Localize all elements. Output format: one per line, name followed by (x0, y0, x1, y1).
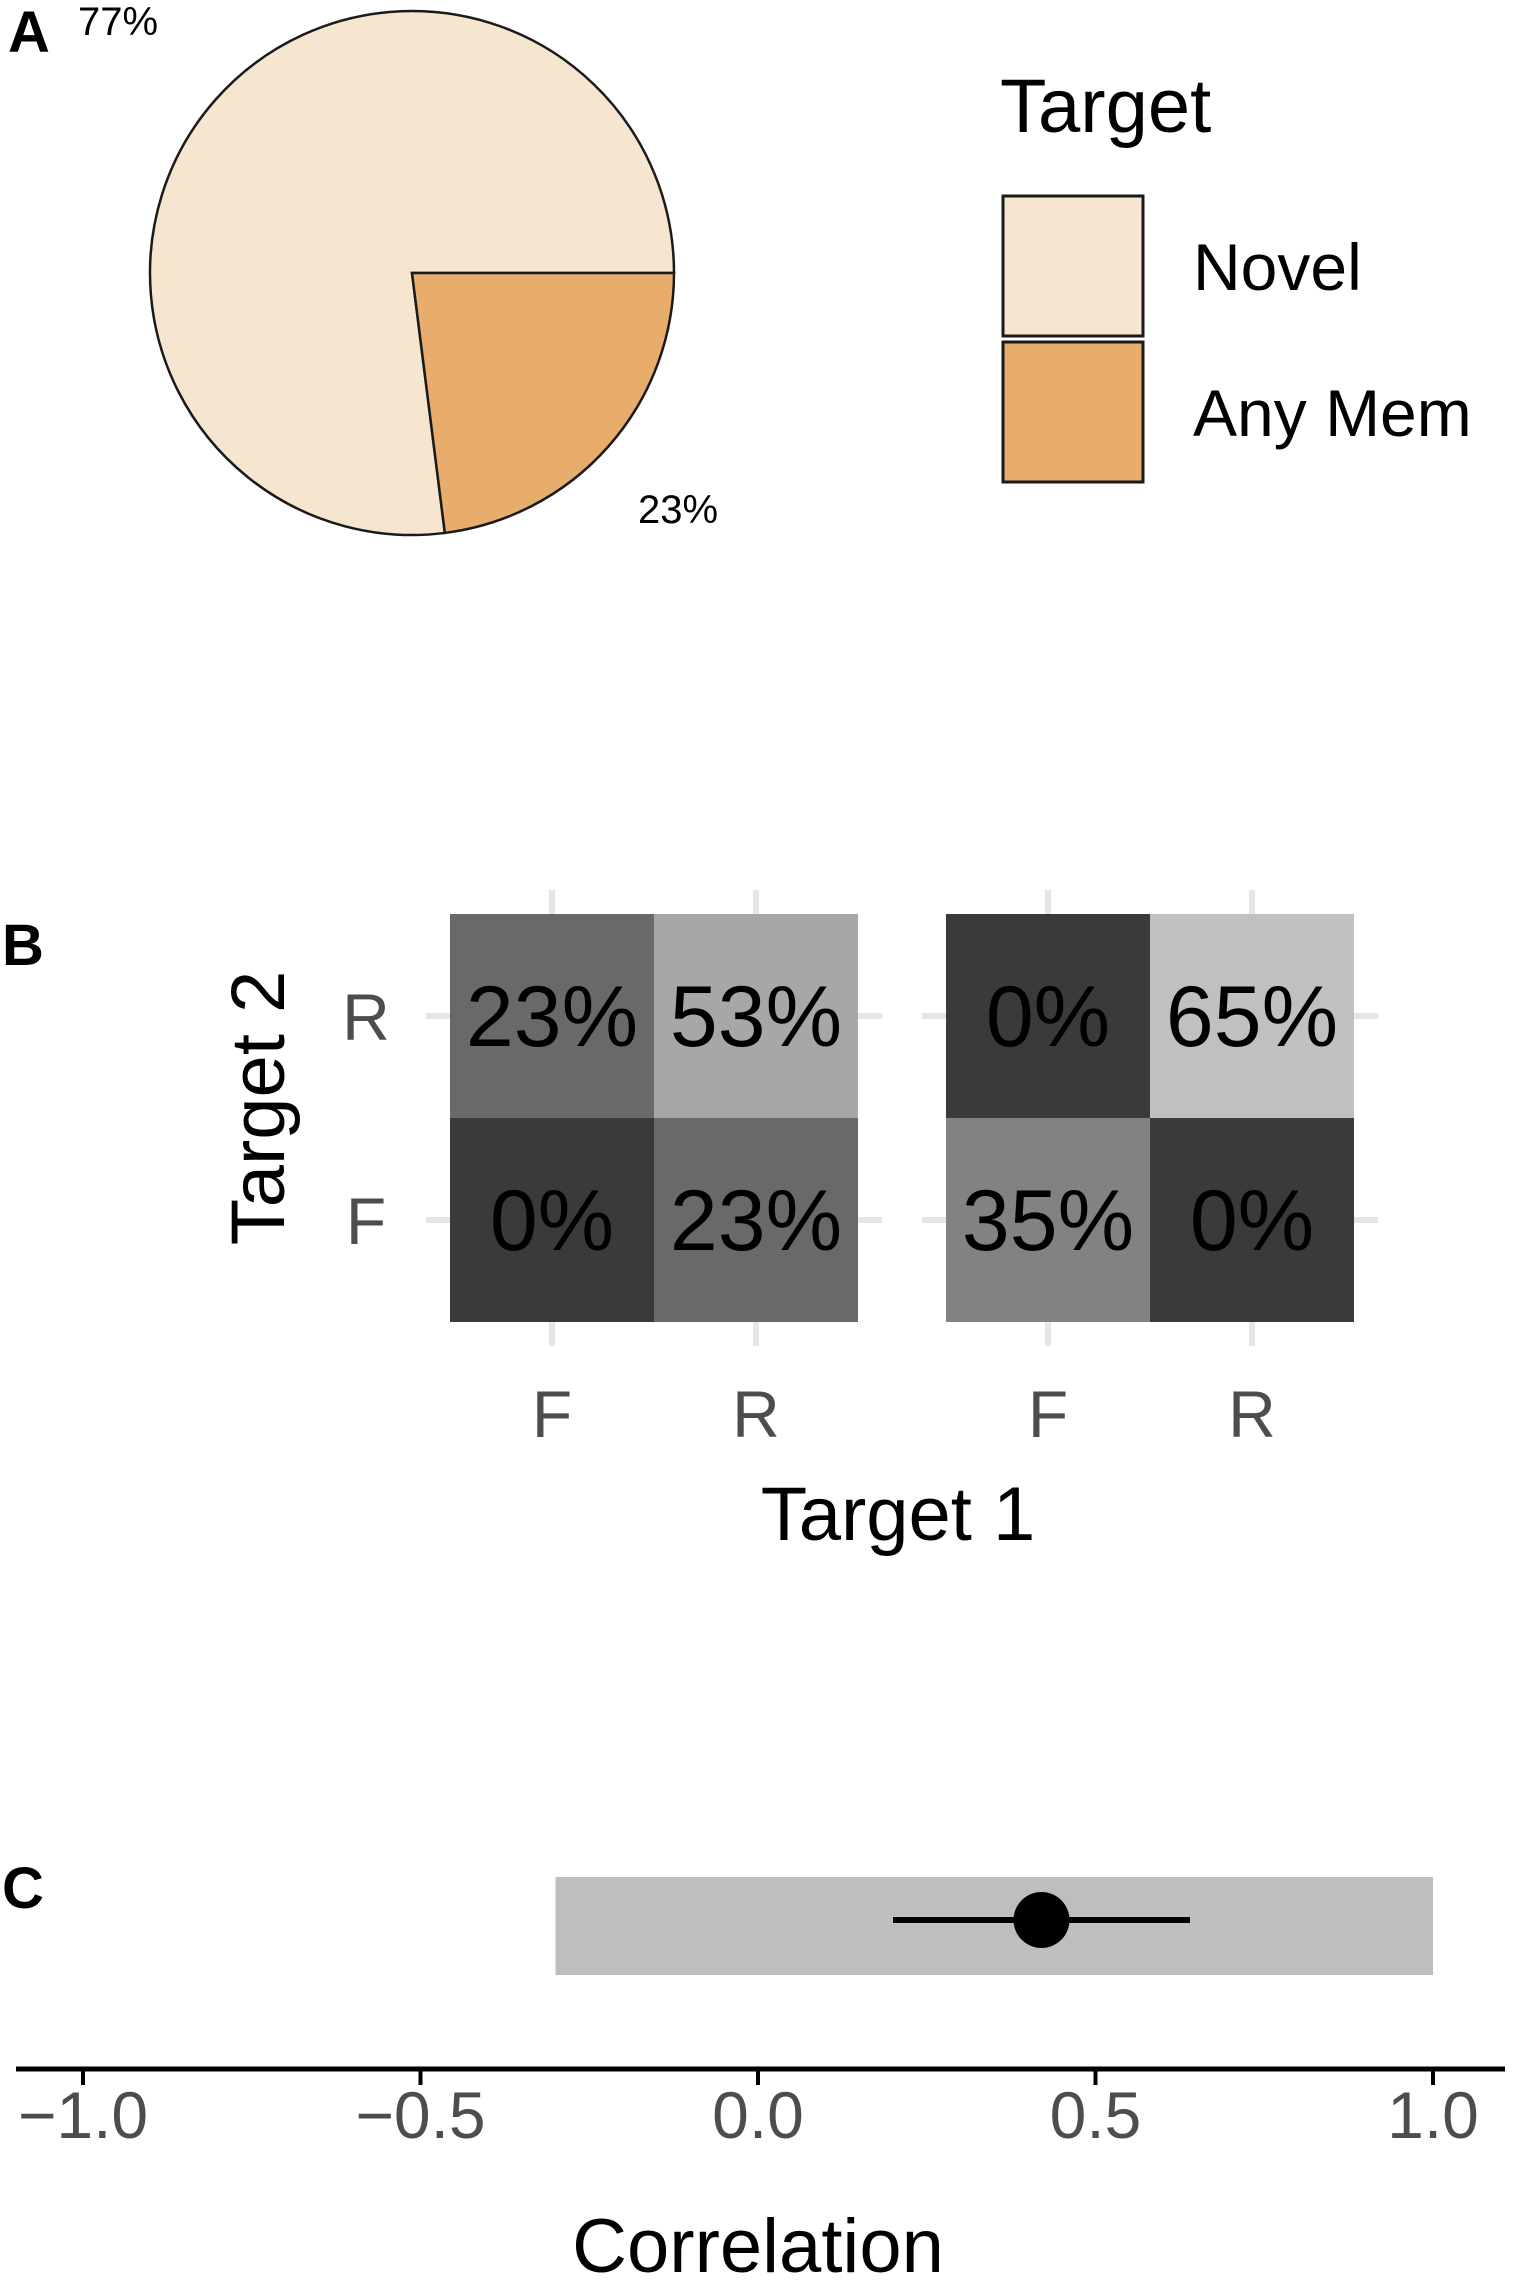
heatmap-cell (450, 1118, 654, 1322)
x-axis-tick-label: 1.0 (1387, 2078, 1479, 2152)
heatmap-x-axis-title: Target 1 (761, 1472, 1036, 1557)
confidence-band (555, 1877, 1433, 1975)
panel-a-label: A (8, 0, 50, 65)
heatmap-cell (654, 1118, 858, 1322)
heatmap-cell (1150, 914, 1354, 1118)
heatmap-x-tick-label: F (1028, 1377, 1068, 1451)
heatmap-cell (654, 914, 858, 1118)
heatmap-cell (1150, 1118, 1354, 1322)
heatmap-cell-label: 23% (466, 969, 638, 1065)
legend-title: Target (1000, 64, 1211, 149)
pie-slice-label: 23% (638, 488, 718, 532)
panel-c-label: C (2, 1856, 44, 1921)
x-axis-tick-label: −0.5 (355, 2078, 485, 2152)
pie-slice-any-mem (410, 271, 676, 535)
estimate-point (1013, 1892, 1070, 1948)
heatmap-cell-label: 0% (986, 969, 1110, 1065)
heatmap-x-tick-label: R (1228, 1377, 1276, 1451)
heatmap-x-tick-label: F (532, 1377, 572, 1451)
heatmap-cell-label: 0% (490, 1173, 614, 1269)
legend-swatch-any-mem (1001, 340, 1145, 484)
correlation-x-axis-title: Correlation (572, 2204, 944, 2289)
panel-c-correlation-plot: Correlation −1.0 −0.5 0.0 0.5 1.0 (16, 1877, 1505, 2289)
heatmap-y-tick-label: R (342, 980, 390, 1054)
heatmap-cell-label: 0% (1190, 1173, 1314, 1269)
panel-b-heatmap: Target 2 Target 1 23% 53% 0% 23% F R 0% 65% 35% 0… (216, 890, 1378, 1557)
heatmap-cell-label: 65% (1166, 969, 1338, 1065)
legend-swatch-novel (1001, 194, 1145, 338)
x-axis-tick-label: 0.5 (1050, 2078, 1142, 2152)
x-axis-tick-label: −1.0 (18, 2078, 148, 2152)
heatmap-cell-label: 35% (962, 1173, 1134, 1269)
heatmap-cell (450, 914, 654, 1118)
legend-entry-label: Novel (1193, 230, 1362, 304)
heatmap-cell-label: 53% (670, 969, 842, 1065)
heatmap-cell (946, 914, 1150, 1118)
legend-entry-label: Any Mem (1193, 376, 1472, 450)
heatmap-y-axis-title: Target 2 (216, 971, 301, 1246)
heatmap-cell-label: 23% (670, 1173, 842, 1269)
pie-slice-label: 77% (78, 0, 158, 44)
heatmap-y-tick-label: F (346, 1184, 386, 1258)
heatmap-x-tick-label: R (732, 1377, 780, 1451)
heatmap-cell (946, 1118, 1150, 1322)
panel-b-label: B (2, 913, 44, 978)
x-axis-tick-label: 0.0 (712, 2078, 804, 2152)
panel-a-pie-chart: 77% 23% (78, 0, 718, 537)
